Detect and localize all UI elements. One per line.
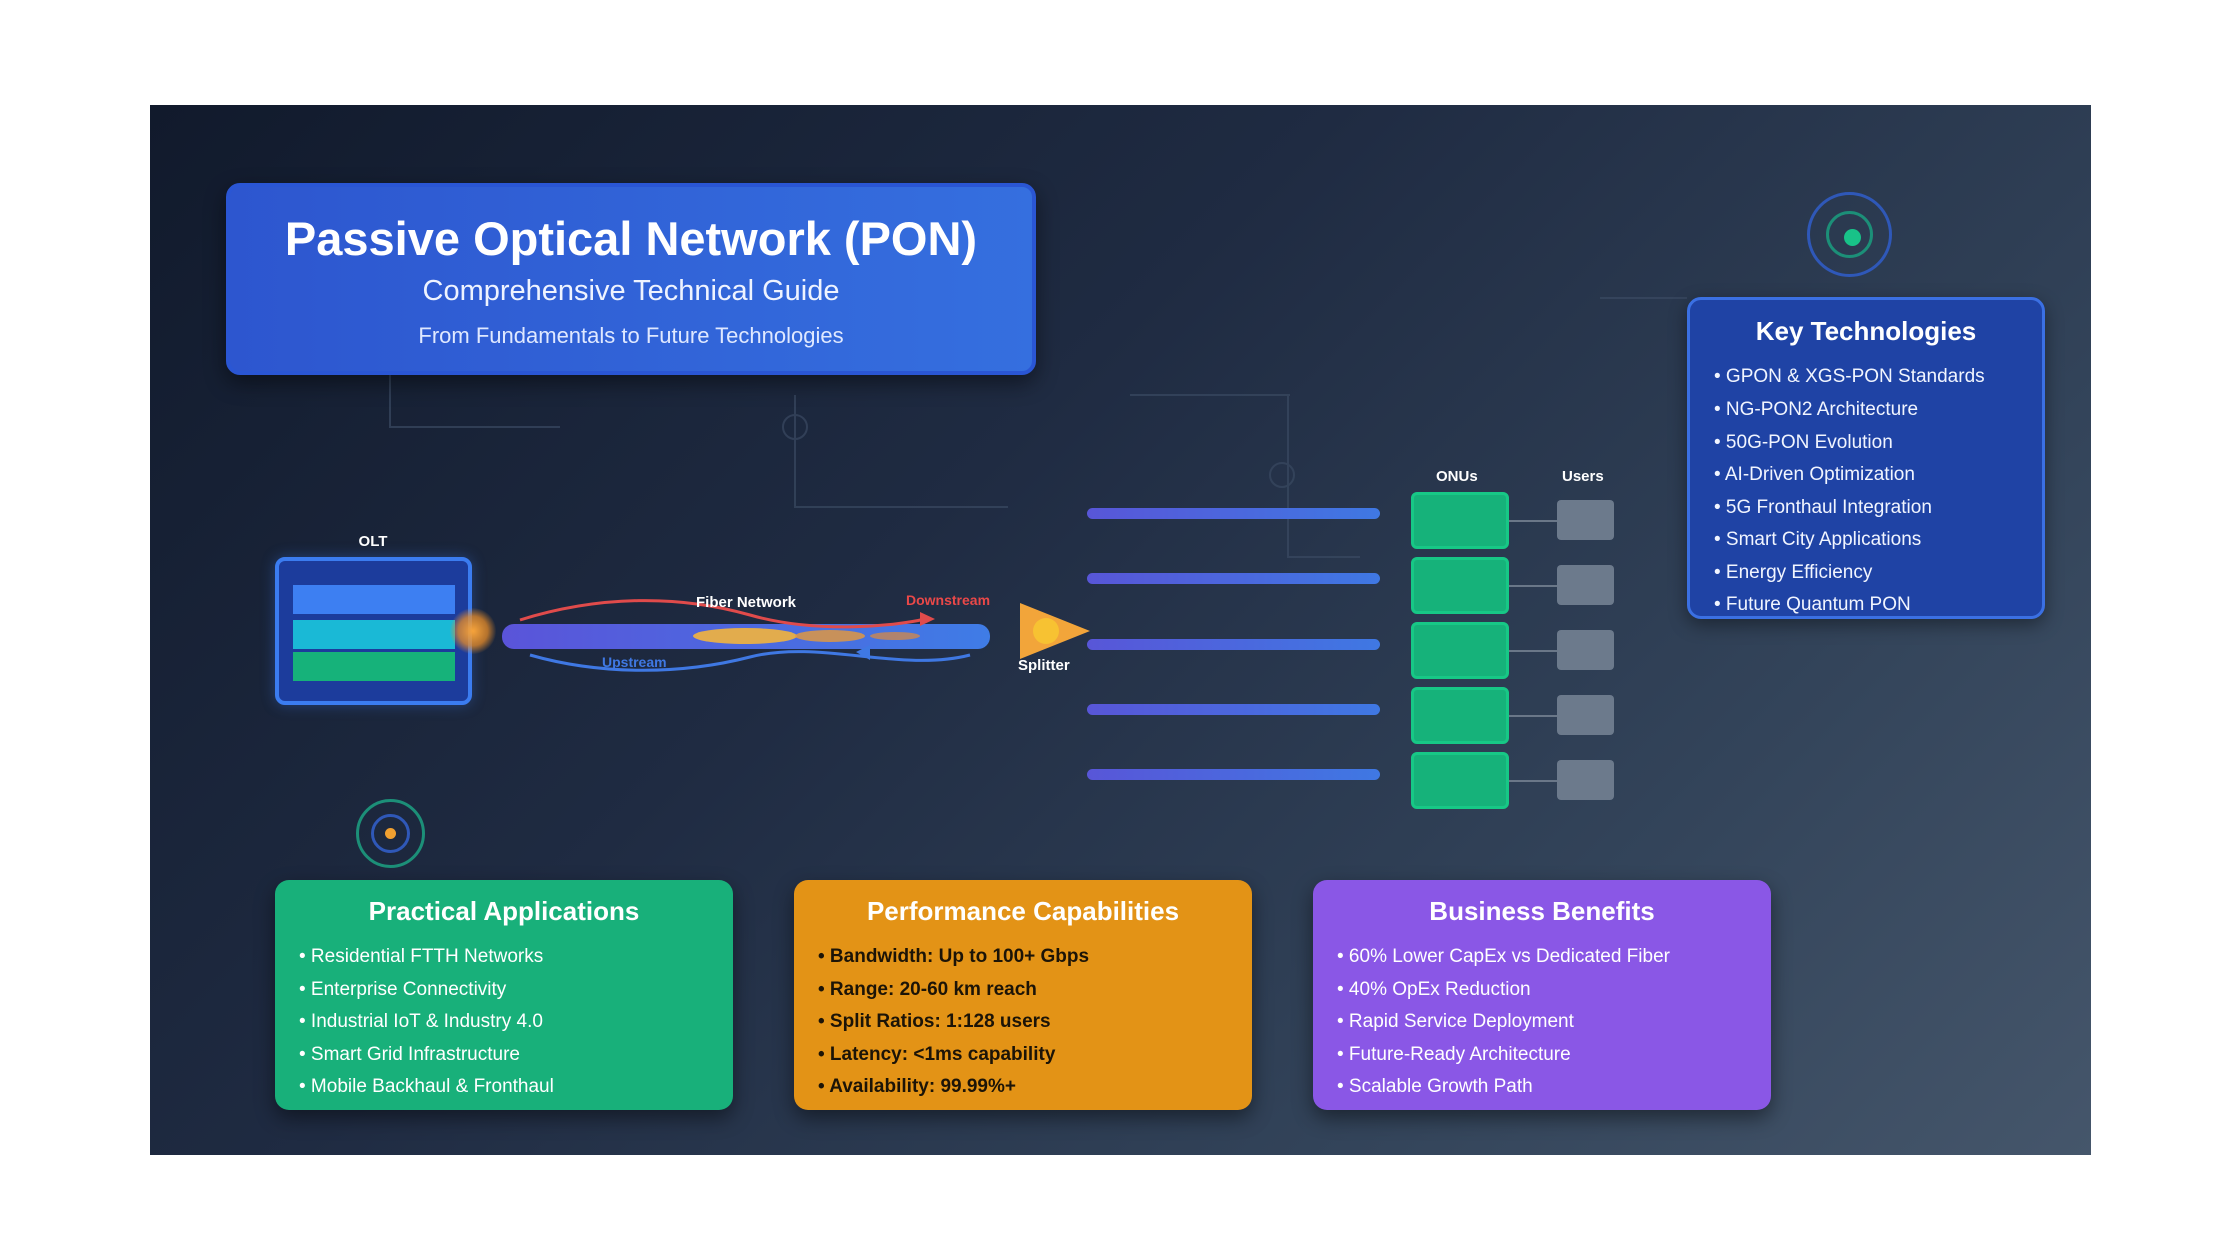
user-terminal <box>1557 760 1614 800</box>
onu-user-link <box>1509 585 1557 587</box>
target-icon-top-right <box>1807 192 1892 277</box>
card-item: • Mobile Backhaul & Fronthaul <box>299 1076 554 1097</box>
drop-fiber-line <box>1087 639 1380 650</box>
tech-item: • Future Quantum PON <box>1714 594 1911 615</box>
page-title: Passive Optical Network (PON) <box>284 212 978 265</box>
olt-label: OLT <box>358 533 388 550</box>
card-item: • Scalable Growth Path <box>1337 1076 1533 1097</box>
fiber-network-label: Fiber Network <box>696 594 797 611</box>
olt-light-icon <box>450 608 496 654</box>
downstream-wave <box>519 599 926 629</box>
drop-fiber-line <box>1087 508 1380 519</box>
onu-device <box>1411 492 1509 549</box>
tech-item: • NG-PON2 Architecture <box>1714 399 1919 420</box>
tech-item: • Smart City Applications <box>1714 529 1922 550</box>
tech-item: • AI-Driven Optimization <box>1714 464 1915 485</box>
downstream-label: Downstream <box>906 592 991 608</box>
signal-pulse <box>693 628 797 644</box>
splitter-icon <box>1020 603 1090 659</box>
card-title: Business Benefits <box>1429 896 1655 926</box>
card-item: • 60% Lower CapEx vs Dedicated Fiber <box>1337 946 1670 967</box>
onu-device <box>1411 557 1509 614</box>
onu-device <box>1411 687 1509 744</box>
card-item: • Split Ratios: 1:128 users <box>818 1011 1051 1032</box>
user-terminal <box>1557 565 1614 605</box>
signal-pulse <box>795 630 865 642</box>
onu-user-link <box>1509 715 1557 717</box>
tech-item: • 50G-PON Evolution <box>1714 432 1893 453</box>
practical-applications-card: Practical Applications • Residential FTT… <box>275 880 733 1110</box>
card-item: • Smart Grid Infrastructure <box>299 1044 520 1065</box>
users-label: Users <box>1562 468 1604 485</box>
circuit-decoration <box>389 297 1687 558</box>
drop-fiber-line <box>1087 769 1380 780</box>
card-item: • Future-Ready Architecture <box>1337 1044 1571 1065</box>
signal-pulse <box>870 632 920 640</box>
card-item: • Latency: <1ms capability <box>818 1044 1056 1065</box>
user-terminal <box>1557 500 1614 540</box>
key-technologies-card: Key Technologies • GPON & XGS-PON Standa… <box>1687 297 2045 619</box>
downstream-arrow-icon <box>920 612 935 626</box>
page-subtitle: Comprehensive Technical Guide <box>422 275 840 307</box>
infographic-canvas: Passive Optical Network (PON) Comprehens… <box>150 105 2091 1155</box>
drop-fiber-line <box>1087 573 1380 584</box>
olt-device <box>275 557 472 705</box>
card-item: • Rapid Service Deployment <box>1337 1011 1574 1032</box>
olt-port-bar <box>293 652 455 681</box>
card-item: • Residential FTTH Networks <box>299 946 544 967</box>
performance-capabilities-card: Performance Capabilities • Bandwidth: Up… <box>794 880 1252 1110</box>
upstream-wave <box>529 650 971 672</box>
user-terminal <box>1557 630 1614 670</box>
user-terminal <box>1557 695 1614 735</box>
onu-user-link <box>1509 780 1557 782</box>
key-technologies-title: Key Technologies <box>1755 316 1977 346</box>
target-icon-bottom-left <box>356 799 425 868</box>
onu-user-link <box>1509 650 1557 652</box>
splitter-label: Splitter <box>1018 657 1070 674</box>
fiber-trunk <box>502 599 990 672</box>
onu-device <box>1411 752 1509 809</box>
card-item: • Availability: 99.99%+ <box>818 1076 1016 1097</box>
card-item: • 40% OpEx Reduction <box>1337 979 1531 1000</box>
upstream-label: Upstream <box>602 654 667 670</box>
upstream-arrow-icon <box>856 645 870 660</box>
tech-item: • Energy Efficiency <box>1714 562 1873 583</box>
card-title: Practical Applications <box>368 896 640 926</box>
card-item: • Range: 20-60 km reach <box>818 979 1037 1000</box>
page-tagline: From Fundamentals to Future Technologies <box>418 323 844 348</box>
card-item: • Industrial IoT & Industry 4.0 <box>299 1011 543 1032</box>
tech-item: • 5G Fronthaul Integration <box>1714 497 1932 518</box>
onus-label: ONUs <box>1436 468 1478 485</box>
onu-device <box>1411 622 1509 679</box>
onu-user-link <box>1509 520 1557 522</box>
card-item: • Enterprise Connectivity <box>299 979 507 1000</box>
olt-port-bar <box>293 585 455 614</box>
business-benefits-card: Business Benefits • 60% Lower CapEx vs D… <box>1313 880 1771 1110</box>
olt-port-bar <box>293 620 455 649</box>
drop-fiber-line <box>1087 704 1380 715</box>
title-card: Passive Optical Network (PON) Comprehens… <box>226 183 1036 375</box>
card-title: Performance Capabilities <box>866 896 1180 926</box>
card-item: • Bandwidth: Up to 100+ Gbps <box>818 946 1090 967</box>
tech-item: • GPON & XGS-PON Standards <box>1714 366 1985 387</box>
